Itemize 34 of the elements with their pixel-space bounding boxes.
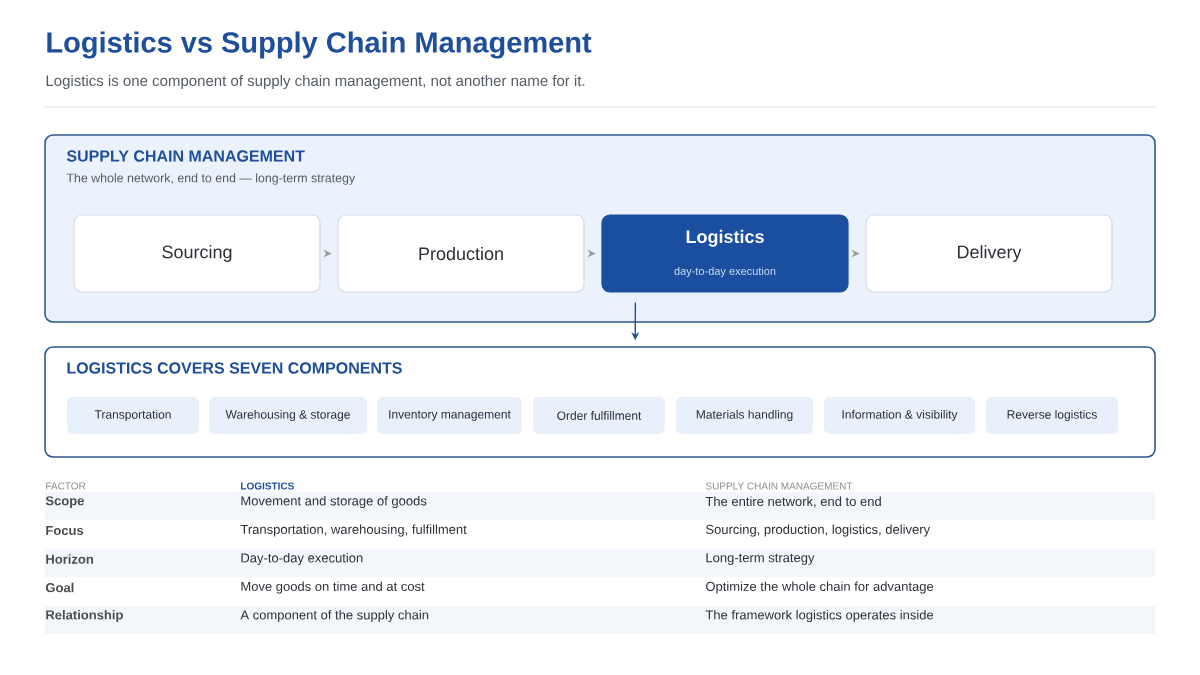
- table-cell: Horizon: [46, 554, 93, 564]
- component-chip: Inventory management: [377, 397, 522, 434]
- table-cell: Sourcing, production, logistics, delivery: [706, 524, 931, 537]
- component-chip: Reverse logistics: [986, 397, 1118, 434]
- table-cell: Optimize the whole chain for advantage: [706, 581, 934, 594]
- stage-box: Production: [337, 214, 585, 293]
- stage-box: Logistics day-to-day execution: [601, 214, 849, 293]
- title: Logistics vs Supply Chain Management: [47, 31, 592, 59]
- table-cell: Focus: [46, 526, 84, 536]
- column-header: SUPPLY CHAIN MANAGEMENT: [705, 482, 853, 490]
- table-cell: The framework logistics operates inside: [705, 609, 934, 623]
- table-cell: Move goods on time and at cost: [241, 581, 425, 594]
- component-chip: Information & visibility: [824, 397, 975, 434]
- stage-box: Sourcing: [73, 214, 321, 293]
- table-cell: Goal: [45, 582, 74, 593]
- component-chip: Materials handling: [676, 397, 813, 434]
- table-cell: Long-term strategy: [706, 553, 815, 565]
- panel-heading: LOGISTICS COVERS SEVEN COMPONENTS: [67, 362, 402, 374]
- table-cell: Relationship: [46, 609, 123, 623]
- component-chip: Order fulfillment: [533, 397, 665, 434]
- panel-heading: SUPPLY CHAIN MANAGEMENT: [66, 150, 305, 162]
- stage-box: Delivery: [865, 214, 1113, 293]
- table-cell: Day-to-day execution: [241, 552, 363, 566]
- table-cell: Movement and storage of goods: [241, 495, 427, 509]
- table-cell: Scope: [45, 496, 84, 508]
- column-header: FACTOR: [46, 482, 86, 490]
- table-cell: Transportation, warehousing, fulfillment: [240, 524, 467, 537]
- table-cell: A component of the supply chain: [240, 609, 429, 623]
- column-header: LOGISTICS: [241, 482, 294, 490]
- subtitle: Logistics is one component of supply chain management, not another name for it.: [46, 75, 585, 89]
- panel-subtitle: The whole network, end to end — long-term strategy: [66, 173, 356, 185]
- table-cell: The entire network, end to end: [705, 496, 881, 508]
- component-chip: Transportation: [67, 397, 199, 434]
- component-chip: Warehousing & storage: [209, 397, 367, 434]
